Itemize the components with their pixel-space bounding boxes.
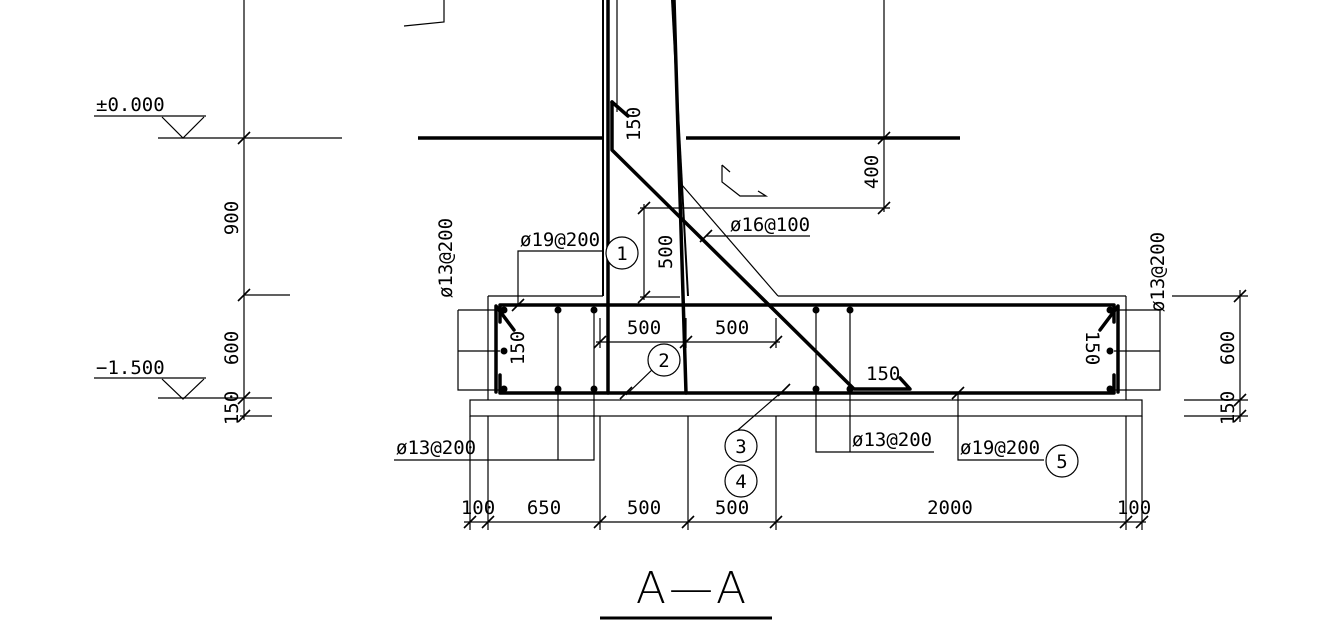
svg-text:1: 1 [616, 243, 627, 265]
left-dimension-chain: 900 600 150 [158, 0, 342, 425]
section-title: A—A [600, 563, 772, 620]
blinding-layer [469, 399, 1143, 417]
bottom-dimension-chain: 100 650 500 500 2000 100 [461, 416, 1151, 530]
diag-bar-label: ø16@100 [699, 214, 810, 243]
dim-150-vert-left: 150 [507, 331, 529, 365]
dim-wall-150: 150 [623, 107, 645, 141]
rebar-phi13-bottom-mid: ø13@200 [852, 429, 932, 451]
elevation-ground-label: ±0.000 [96, 94, 165, 116]
dim-500-inner-left: 500 [627, 317, 661, 339]
reinforcement [494, 0, 1120, 395]
svg-text:4: 4 [735, 471, 746, 493]
rebar-phi19-top: ø19@200 [520, 229, 600, 251]
dim-500-a: 500 [627, 497, 661, 519]
rebar-bottom-mid-group: ø13@200 [815, 310, 934, 453]
svg-text:5: 5 [1056, 451, 1067, 473]
marker-5 [1045, 444, 1079, 478]
rebar-phi19-5: ø19@200 [960, 437, 1040, 459]
marker-2-group: 2 [619, 343, 681, 400]
dim-900: 900 [221, 201, 243, 235]
rebar-bottom-left-group: ø13@200 [394, 310, 595, 461]
rebar-left-side-group: ø13@200 [435, 218, 500, 391]
top-corner-mark [403, 0, 445, 27]
marker-3 [724, 429, 758, 463]
dim-500-inner-right: 500 [715, 317, 749, 339]
haunch-outline [681, 184, 779, 297]
dim-150-bottom: 150 [866, 363, 900, 385]
svg-text:2: 2 [658, 350, 669, 372]
rebar-phi13-left: ø13@200 [435, 218, 457, 298]
dim-150-right: 150 [1217, 391, 1239, 425]
dim-150-left: 150 [221, 391, 243, 425]
foundation-slab [469, 295, 1143, 417]
dim-600-right: 600 [1217, 331, 1239, 365]
dim-100-left: 100 [461, 497, 495, 519]
rebar-phi13-bottom-left: ø13@200 [396, 437, 476, 459]
section-title-text: A—A [636, 563, 750, 614]
dim-600-left: 600 [221, 331, 243, 365]
dim-100-right: 100 [1117, 497, 1151, 519]
rebar-dots [500, 306, 1114, 393]
dim-400-group: 400 [640, 0, 891, 215]
dim-500-vert: 500 [655, 235, 677, 269]
dim-150-left-slab: 150 [507, 331, 529, 365]
dim-650: 650 [527, 497, 561, 519]
marker-3-4-group: 3 4 [724, 383, 791, 498]
dim-500-b: 500 [715, 497, 749, 519]
svg-text:3: 3 [735, 436, 746, 458]
marker-1 [605, 236, 639, 270]
elevation-bottom-label: −1.500 [96, 357, 165, 379]
rebar-1-group: ø19@200 1 [511, 229, 639, 312]
dim-150-right-slab: 150 [1081, 331, 1103, 365]
elevation-bottom: −1.500 [94, 357, 206, 400]
rebar-phi13-right: ø13@200 [1147, 232, 1169, 312]
rebar-5-group: ø19@200 5 [951, 386, 1079, 478]
dim-150-vert-right: 150 [1081, 331, 1103, 365]
inner-dims: 500 500 [593, 317, 783, 349]
dim-400: 400 [861, 155, 883, 189]
rebar-right-side-group: ø13@200 [1114, 232, 1169, 391]
rebar-phi16: ø16@100 [730, 214, 810, 236]
marker-2 [647, 343, 681, 377]
marker-4 [724, 464, 758, 498]
right-dimension-chain: 600 150 [1172, 289, 1248, 425]
elevation-ground: ±0.000 [94, 94, 206, 139]
dim-2000: 2000 [927, 497, 973, 519]
dim-haunch-500: 500 [637, 201, 680, 304]
